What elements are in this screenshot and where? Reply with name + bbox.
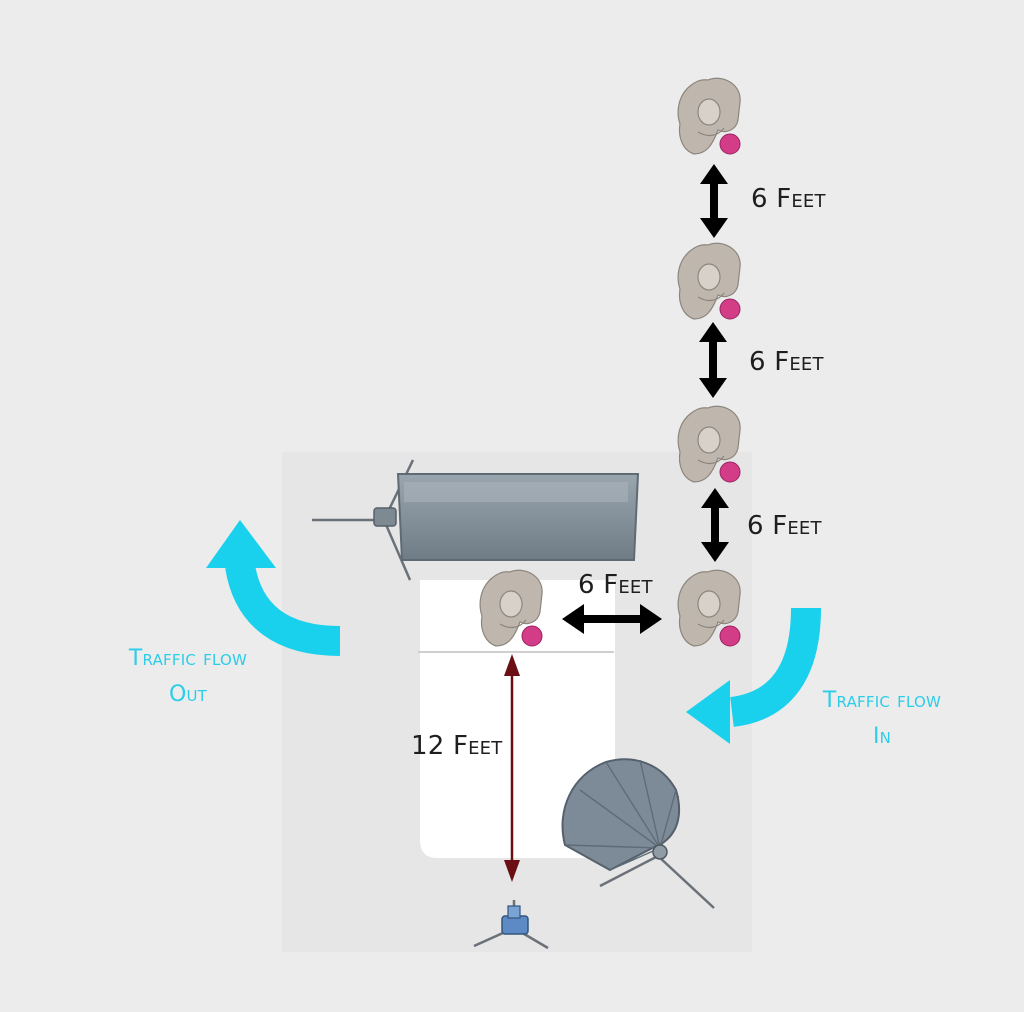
queue-person-2 — [677, 242, 741, 320]
queue-gap-arrow-3 — [701, 488, 729, 562]
queue-gap-arrow-1 — [700, 164, 728, 238]
queue-gap-label-1: 6 Feet — [751, 184, 826, 214]
subject-to-queue-label: 6 Feet — [578, 570, 653, 600]
queue-gap-arrow-2 — [699, 322, 727, 398]
softbox-light-icon — [312, 459, 640, 581]
traffic-out-label-line1: Traffic flow — [128, 646, 248, 671]
queue-person-1 — [677, 77, 741, 155]
traffic-out-label-line2: Out — [168, 682, 208, 707]
subject-person — [479, 569, 543, 647]
backdrop-paper — [420, 580, 615, 858]
traffic-in-label-line1: Traffic flow — [822, 688, 942, 713]
umbrella-light-icon — [561, 758, 715, 909]
subject-to-camera-label: 12 Feet — [411, 731, 503, 761]
traffic-out-arrow — [206, 520, 341, 656]
subject-to-queue-arrow — [562, 604, 662, 634]
queue-person-3 — [677, 405, 741, 483]
subject-to-camera-arrow — [504, 654, 520, 882]
queue-gap-label-3: 6 Feet — [747, 511, 822, 541]
traffic-in-label-line2: In — [872, 724, 892, 749]
camera-tripod-icon — [473, 900, 549, 950]
traffic-in-label: Traffic flow In — [812, 683, 952, 755]
queue-person-4 — [677, 569, 741, 647]
queue-gap-label-2: 6 Feet — [749, 347, 824, 377]
traffic-out-label: Traffic flow Out — [118, 641, 258, 713]
traffic-in-arrow — [686, 607, 821, 744]
